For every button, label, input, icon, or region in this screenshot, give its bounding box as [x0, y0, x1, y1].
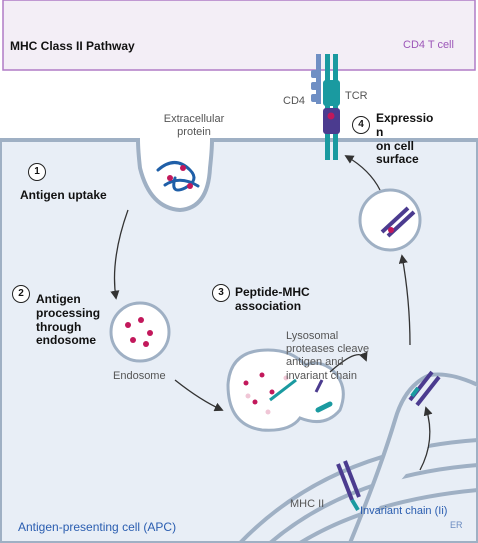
tcell-label: CD4 T cell: [403, 39, 454, 51]
step-1-label: Antigen uptake: [20, 188, 107, 202]
page-title: MHC Class II Pathway: [10, 39, 135, 53]
er-label: ER: [450, 520, 463, 530]
endosome: [109, 301, 171, 363]
step-3-label: Peptide-MHC association: [235, 285, 310, 313]
step-2-number: 2: [12, 285, 30, 303]
proteases-label: Lysosomal proteases cleave antigen and i…: [286, 330, 370, 382]
tcr-mhc-complex: [311, 54, 340, 160]
cd4-label: CD4: [283, 95, 306, 107]
step-3-number: 3: [212, 284, 230, 302]
invariant-chain-label: Invariant chain (Ii): [360, 505, 448, 517]
t-cell: [2, 0, 476, 71]
endosome-label: Endosome: [113, 370, 166, 382]
step-4-number: 4: [352, 116, 370, 134]
apc-label: Antigen-presenting cell (APC): [18, 520, 177, 534]
extracellular-protein-label: Extracellular protein: [163, 113, 225, 138]
membrane-invagination: [348, 372, 478, 543]
surface-vesicle: [358, 188, 422, 252]
mhc2-label: MHC II: [290, 498, 325, 510]
step-1-number: 1: [28, 163, 46, 181]
membrane-mhc-ii: [408, 370, 441, 407]
step-4-label: Expressio n on cell surface: [376, 111, 434, 167]
fusion-vesicle: [226, 348, 345, 432]
tcr-label: TCR: [345, 90, 368, 102]
er-membrane: [238, 438, 478, 543]
extracellular-protein: [156, 161, 200, 192]
er-mhc-ii: [336, 460, 361, 512]
step-2-label: Antigen processing through endosome: [36, 292, 101, 348]
pathway-arrows: [110, 155, 433, 471]
